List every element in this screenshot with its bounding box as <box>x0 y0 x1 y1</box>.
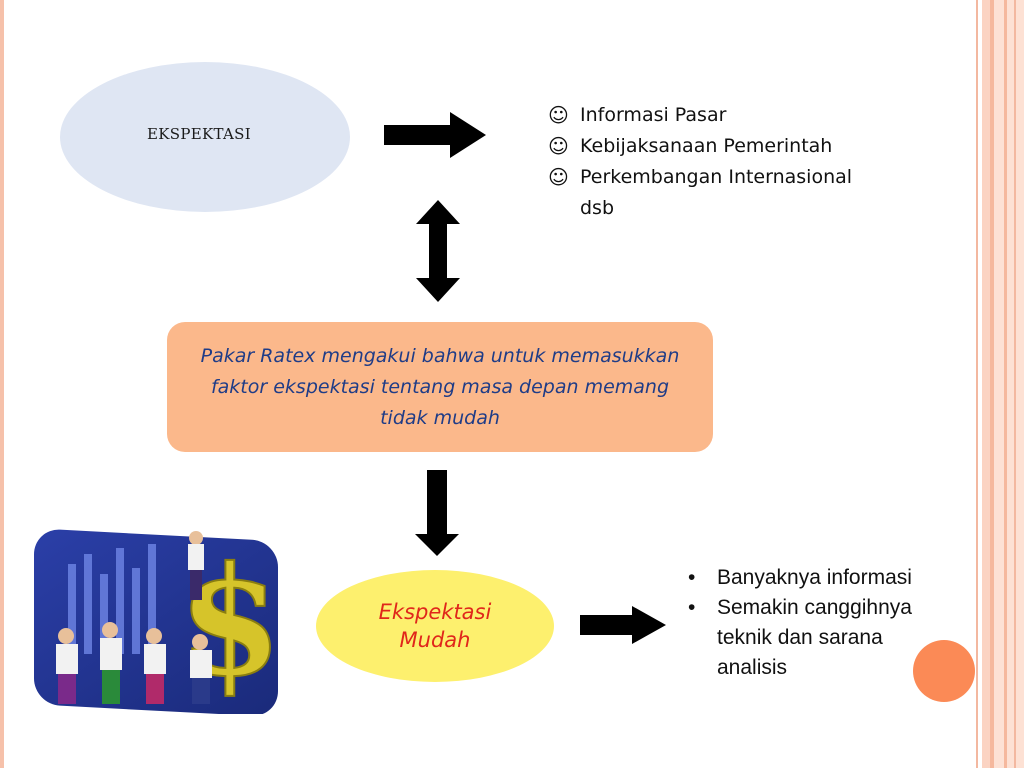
factor-item: ☺ Kebijaksanaan Pemerintah <box>548 131 908 162</box>
ekspektasi-label: EKSPEKTASI <box>147 125 251 143</box>
bullet-icon: • <box>688 566 696 589</box>
bullet-icon: • <box>688 596 696 619</box>
right-arrow-icon <box>384 112 486 158</box>
right-border-stripe <box>1014 0 1016 768</box>
ekspektasi-mudah-node: Ekspektasi Mudah <box>316 570 554 682</box>
statement-box: Pakar Ratex mengakui bahwa untuk memasuk… <box>167 322 713 452</box>
right-arrow-icon <box>580 606 666 644</box>
statement-text: Pakar Ratex mengakui bahwa untuk memasuk… <box>200 344 680 429</box>
right-border-stripe <box>994 0 1024 768</box>
ekspektasi-mudah-line1: Ekspektasi <box>378 600 492 624</box>
smiley-icon: ☺ <box>548 165 569 189</box>
right-border-stripe <box>976 0 978 768</box>
reason-list: • Banyaknya informasi • Semakin canggihn… <box>688 563 978 683</box>
accent-circle <box>913 640 975 702</box>
factor-tail: dsb <box>580 197 615 219</box>
factor-label: Informasi Pasar <box>580 104 727 126</box>
factor-list: ☺ Informasi Pasar ☺ Kebijaksanaan Pemeri… <box>548 100 908 224</box>
smiley-icon: ☺ <box>548 134 569 158</box>
ekspektasi-mudah-label: Ekspektasi Mudah <box>379 598 492 654</box>
business-illustration: $ <box>34 529 283 714</box>
reason-label: Semakin canggihnya teknik dan sarana ana… <box>717 596 912 679</box>
factor-label: Perkembangan Internasional <box>580 166 853 188</box>
ekspektasi-mudah-line2: Mudah <box>399 628 471 652</box>
right-border-stripe <box>990 0 994 768</box>
reason-label: Banyaknya informasi <box>717 566 912 589</box>
right-border-stripe <box>1004 0 1007 768</box>
reason-item: • Banyaknya informasi <box>688 563 978 593</box>
reason-item: • Semakin canggihnya teknik dan sarana a… <box>688 593 978 683</box>
factor-item: ☺ Informasi Pasar <box>548 100 908 131</box>
right-border-stripe <box>982 0 990 768</box>
factor-label: Kebijaksanaan Pemerintah <box>580 135 833 157</box>
double-arrow-icon <box>416 200 460 302</box>
ekspektasi-node: EKSPEKTASI <box>60 62 350 212</box>
left-border-stripe <box>0 0 4 768</box>
factor-item: ☺ Perkembangan Internasional <box>548 162 908 193</box>
down-arrow-icon <box>415 470 459 556</box>
smiley-icon: ☺ <box>548 103 569 127</box>
